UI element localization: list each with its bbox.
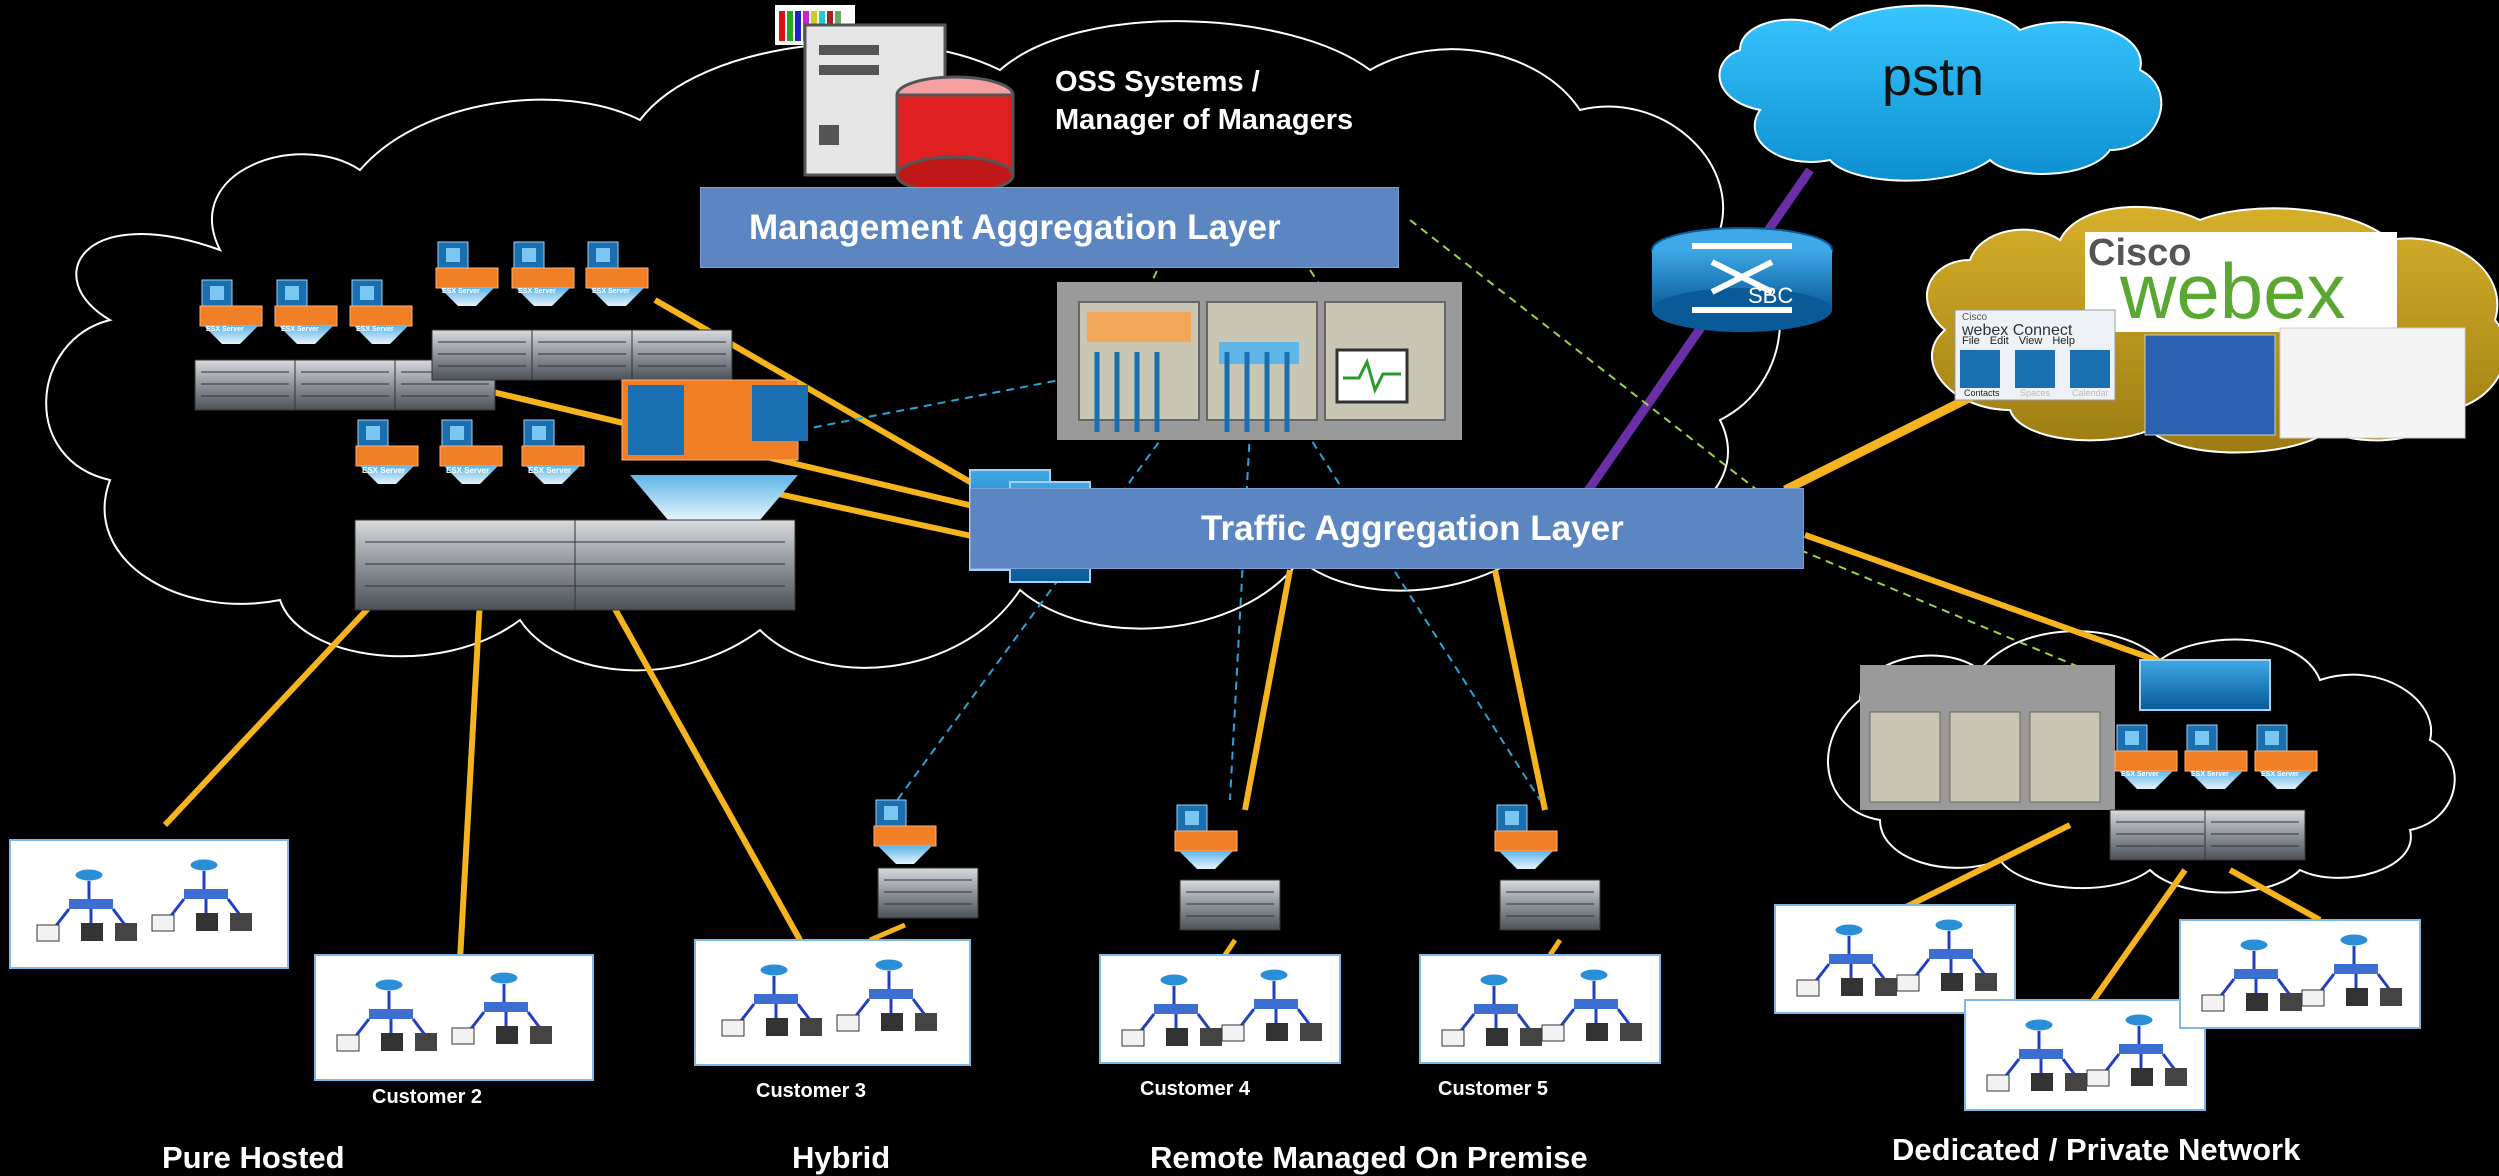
webex-brand-panel [1954, 232, 2466, 439]
customer-4-label: Customer 4 [1140, 1078, 1251, 1100]
esx-server-label: ESX Server [356, 326, 394, 333]
webex-menu: File Edit View Help [1962, 335, 2075, 347]
esx-server-label: ESX Server [528, 466, 572, 475]
webex-brand-main: webex [2120, 247, 2346, 335]
customer-5-label: Customer 5 [1438, 1078, 1549, 1100]
dedicated-label: Dedicated / Private Network [1892, 1132, 2301, 1167]
webex-menu-edit: Edit [1989, 335, 2009, 347]
pstn-cloud [1718, 4, 2163, 182]
sbc-label: SBC [1748, 283, 1794, 308]
esx-server-label: ESX Server [2121, 771, 2159, 778]
traffic-aggregation-layer: Traffic Aggregation Layer [970, 488, 1804, 569]
webex-menu-file: File [1962, 335, 1980, 347]
traffic-layer-label: Traffic Aggregation Layer [1201, 508, 1624, 548]
hybrid-label: Hybrid [792, 1140, 891, 1175]
customer-site-3 [694, 799, 979, 1066]
esx-server-label: ESX Server [206, 326, 244, 333]
oss-label-line1: OSS Systems / [1055, 66, 1260, 98]
dedicated-network [1774, 659, 2421, 1111]
customer-3-label: Customer 3 [756, 1080, 867, 1102]
webex-app-title-small: Cisco [1962, 312, 1988, 323]
webex-tab-spaces: Spaces [2020, 388, 2051, 398]
webex-brand-top: Cisco [2088, 232, 2192, 274]
esx-server-label: ESX Server [2191, 771, 2229, 778]
esx-server-label: ESX Server [442, 288, 480, 295]
esx-server-label: ESX Server [2261, 771, 2299, 778]
esx-cluster-large [354, 379, 808, 611]
webex-menu-view: View [2018, 335, 2043, 347]
webex-tab-calendar: Calendar [2072, 388, 2109, 398]
pure-hosted-label: Pure Hosted [162, 1140, 345, 1175]
esx-server-label: ESX Server [518, 288, 556, 295]
esx-server-label: ESX Server [362, 466, 406, 475]
esx-server-label: ESX Server [281, 326, 319, 333]
customer-site-5 [1419, 804, 1661, 1064]
customer-2-label: Customer 2 [372, 1086, 483, 1108]
oss-label-line2: Manager of Managers [1055, 104, 1354, 136]
webex-app-title: webex Connect [1962, 322, 2073, 339]
remote-managed-label: Remote Managed On Premise [1150, 1140, 1588, 1175]
webex-tab-contacts: Contacts [1964, 388, 2000, 398]
webex-menu-help: Help [2052, 335, 2075, 347]
management-aggregation-layer: Management Aggregation Layer [700, 187, 1399, 268]
pstn-label: pstn [1882, 47, 1985, 107]
oss-server-icon [775, 5, 1015, 195]
management-servers [1057, 282, 1462, 440]
management-layer-label: Management Aggregation Layer [749, 207, 1281, 247]
sbc-device [1651, 227, 1833, 332]
links [162, 167, 2322, 1007]
esx-server-label: ESX Server [446, 466, 490, 475]
customer-site-2 [314, 954, 594, 1081]
customer-site-1 [9, 839, 289, 969]
esx-server-label: ESX Server [592, 288, 630, 295]
customer-site-4 [1099, 804, 1341, 1064]
